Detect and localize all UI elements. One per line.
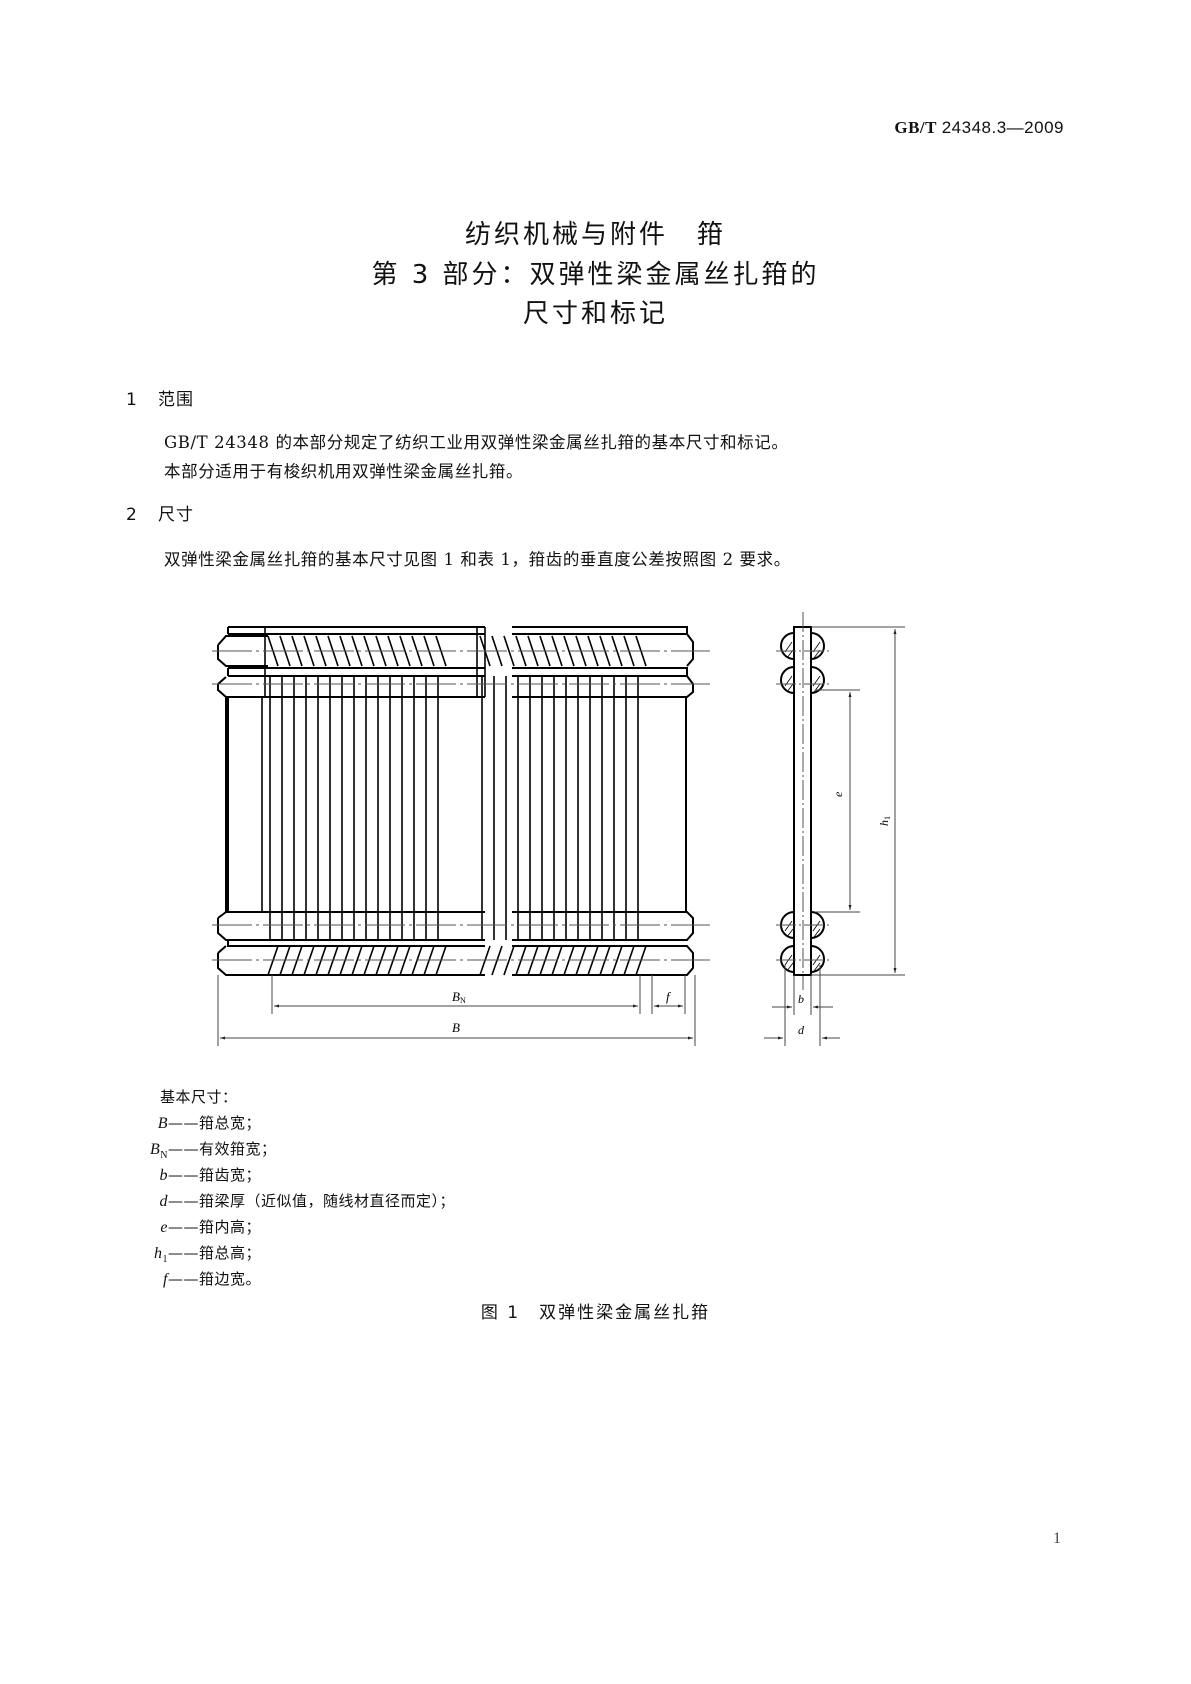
- section-number: 2: [126, 505, 138, 525]
- dimension-label-BN: BN: [452, 989, 466, 1005]
- legend-symbol: b: [159, 1167, 168, 1184]
- legend-description: ——有效箝宽；: [168, 1140, 277, 1158]
- legend-symbol: h1: [154, 1245, 168, 1266]
- front-dimensions: [217, 975, 696, 1046]
- legend-list: B——箝总宽； BN——有效箝宽； b——箝齿宽； d——箝梁厚（近似值，随线材…: [100, 1112, 455, 1294]
- title-line-3: 尺寸和标记: [522, 299, 668, 329]
- dimension-label-d: d: [798, 1023, 805, 1037]
- section-title: 范围: [158, 390, 194, 410]
- legend-description: ——箝齿宽；: [168, 1166, 262, 1184]
- legend-description: ——箝总高；: [168, 1244, 262, 1262]
- page-number: 1: [1053, 1530, 1061, 1547]
- title-line-1: 纺织机械与附件 箝: [464, 220, 726, 250]
- standard-code: GB/T 24348.3—2009: [894, 118, 1064, 138]
- section-1-heading: 1 范围: [126, 385, 194, 410]
- legend-symbol: e: [160, 1219, 168, 1236]
- dimension-label-b: b: [798, 992, 804, 1006]
- dimension-label-h1: h1: [877, 816, 892, 826]
- legend-item: b——箝齿宽；: [100, 1164, 455, 1190]
- legend-symbol: BN: [149, 1141, 168, 1162]
- standard-prefix: GB/T: [894, 118, 937, 137]
- reed-wires: [261, 627, 647, 976]
- section-1-paragraph-1: GB/T 24348 的本部分规定了纺织工业用双弹性梁金属丝扎箝的基本尺寸和标记…: [164, 433, 789, 452]
- dimension-label-B: B: [452, 1020, 460, 1035]
- legend-item: h1——箝总高；: [100, 1242, 455, 1268]
- legend-title: 基本尺寸：: [160, 1088, 238, 1106]
- section-title: 尺寸: [158, 505, 194, 525]
- legend-item: B——箝总宽；: [100, 1112, 455, 1138]
- legend-description: ——箝总宽；: [168, 1114, 262, 1132]
- title-line-2: 第 3 部分：双弹性梁金属丝扎箝的: [371, 260, 820, 290]
- section-2-heading: 2 尺寸: [126, 500, 194, 525]
- legend-symbol: d: [159, 1193, 168, 1210]
- section-number: 1: [126, 390, 138, 410]
- standard-number: 24348.3—2009: [941, 118, 1064, 137]
- dimension-label-f: f: [666, 989, 672, 1004]
- legend-item: f——箝边宽。: [100, 1268, 455, 1294]
- section-2-paragraph-1: 双弹性梁金属丝扎箝的基本尺寸见图 1 和表 1，箝齿的垂直度公差按照图 2 要求…: [164, 550, 791, 569]
- legend-symbol: f: [163, 1271, 168, 1288]
- legend-item: BN——有效箝宽；: [100, 1138, 455, 1164]
- legend-symbol: B: [157, 1115, 168, 1132]
- dimension-label-e: e: [831, 791, 845, 797]
- figure-caption: 图 1 双弹性梁金属丝扎箝: [480, 1303, 711, 1323]
- front-view: [217, 626, 694, 976]
- legend-item: e——箝内高；: [100, 1216, 455, 1242]
- reed-technical-drawing: BN f B b d e h1: [212, 612, 905, 1046]
- center-lines: [212, 650, 710, 961]
- section-1-paragraph-2: 本部分适用于有梭织机用双弹性梁金属丝扎箝。: [164, 462, 524, 481]
- legend-item: d——箝梁厚（近似值，随线材直径而定）；: [100, 1190, 455, 1216]
- legend-description: ——箝内高；: [168, 1218, 262, 1236]
- side-dimensions: [764, 626, 905, 1046]
- legend-description: ——箝梁厚（近似值，随线材直径而定）；: [168, 1192, 456, 1210]
- legend-description: ——箝边宽。: [168, 1270, 262, 1288]
- side-center-lines: [776, 612, 830, 990]
